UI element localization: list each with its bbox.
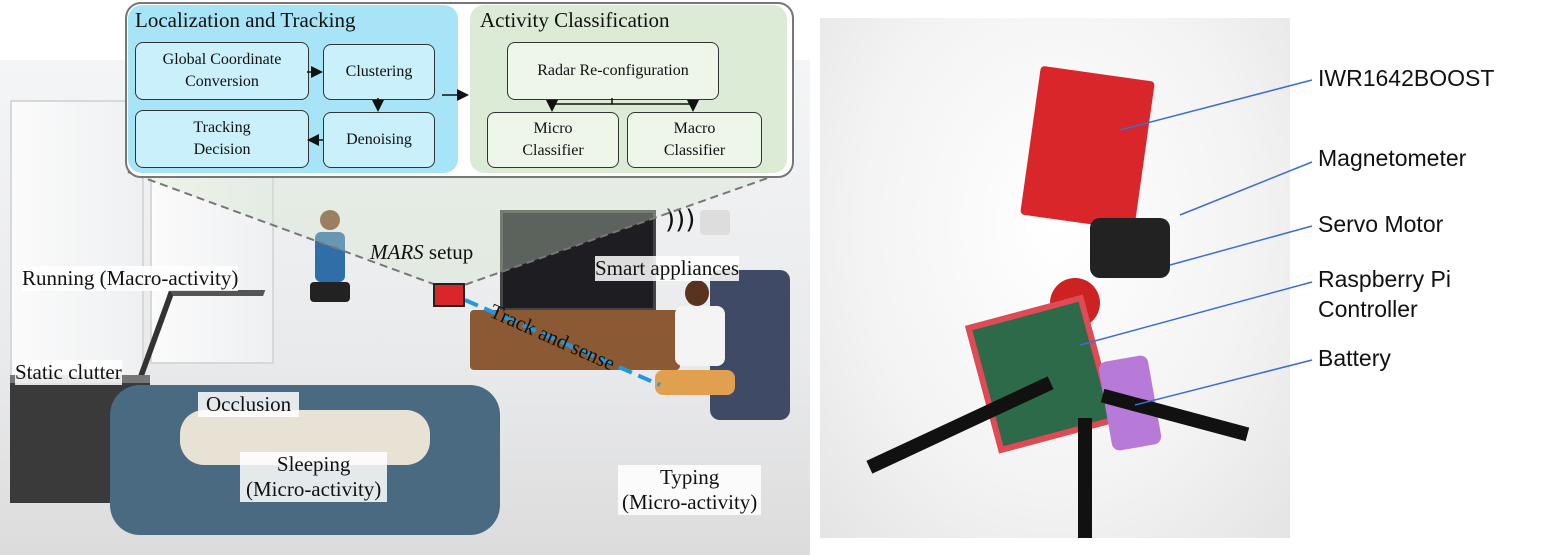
- radar-device-icon: [433, 283, 465, 307]
- label-line: Sleeping: [276, 452, 351, 476]
- raspberry-pi-label: Raspberry Pi Controller: [1318, 265, 1451, 325]
- box-line: Tracking: [193, 119, 251, 137]
- micro-classifier-box: Micro Classifier: [487, 112, 619, 168]
- mars-setup-label: MARS setup: [370, 240, 473, 265]
- tv-stand: [470, 310, 680, 370]
- static-clutter-label: Static clutter: [15, 360, 122, 386]
- label-line: Controller: [1318, 295, 1418, 322]
- label-line: Typing: [660, 465, 720, 489]
- box-line: Micro: [533, 120, 573, 138]
- battery-label: Battery: [1318, 345, 1391, 371]
- setup-text: setup: [423, 240, 474, 264]
- tripod-leg: [1078, 418, 1092, 538]
- running-label: Running (Macro-activity): [22, 266, 239, 292]
- iwr1642boost-label: IWR1642BOOST: [1318, 65, 1495, 91]
- running-person: [280, 210, 410, 360]
- speaker-icon: [700, 210, 730, 235]
- sound-waves-icon: ))): [665, 205, 696, 235]
- arrow-icon: [546, 98, 613, 112]
- magnetometer-label: Magnetometer: [1318, 145, 1467, 171]
- window: [10, 100, 144, 404]
- box-line: Classifier: [522, 142, 584, 159]
- typing-person: [650, 270, 790, 430]
- box-line: Decision: [193, 141, 251, 158]
- servo-motor: [1090, 218, 1170, 278]
- localization-title: Localization and Tracking: [135, 8, 356, 32]
- activity-title: Activity Classification: [480, 8, 670, 32]
- box-line: Macro: [673, 120, 716, 138]
- label-line: (Micro-activity): [246, 477, 382, 502]
- label-line: (Micro-activity): [622, 490, 758, 515]
- tracking-decision-box: Tracking Decision: [135, 110, 309, 168]
- sleeping-label: Sleeping (Micro-activity): [240, 452, 388, 503]
- box-line: Global Coordinate: [162, 51, 282, 69]
- mars-name: MARS: [370, 240, 424, 264]
- typing-label: Typing (Micro-activity): [618, 465, 762, 516]
- box-line: Conversion: [185, 73, 259, 90]
- servo-motor-label: Servo Motor: [1318, 211, 1444, 237]
- box-line: Classifier: [663, 142, 726, 159]
- hardware-photo: [820, 18, 1290, 538]
- smart-appliances-label: Smart appliances: [595, 256, 740, 282]
- radar-reconfig-box: Radar Re-configuration: [507, 42, 719, 100]
- clustering-box: Clustering: [323, 44, 435, 100]
- occlusion-label: Occlusion: [198, 392, 300, 418]
- macro-classifier-box: Macro Classifier: [627, 112, 762, 168]
- track-line: [464, 298, 661, 387]
- denoising-box: Denoising: [323, 112, 435, 168]
- pipeline-arrows: [307, 66, 699, 146]
- global-coordinate-box: Global Coordinate Conversion: [135, 42, 309, 100]
- arrow-icon: [612, 100, 699, 112]
- label-line: Raspberry Pi: [1318, 266, 1451, 292]
